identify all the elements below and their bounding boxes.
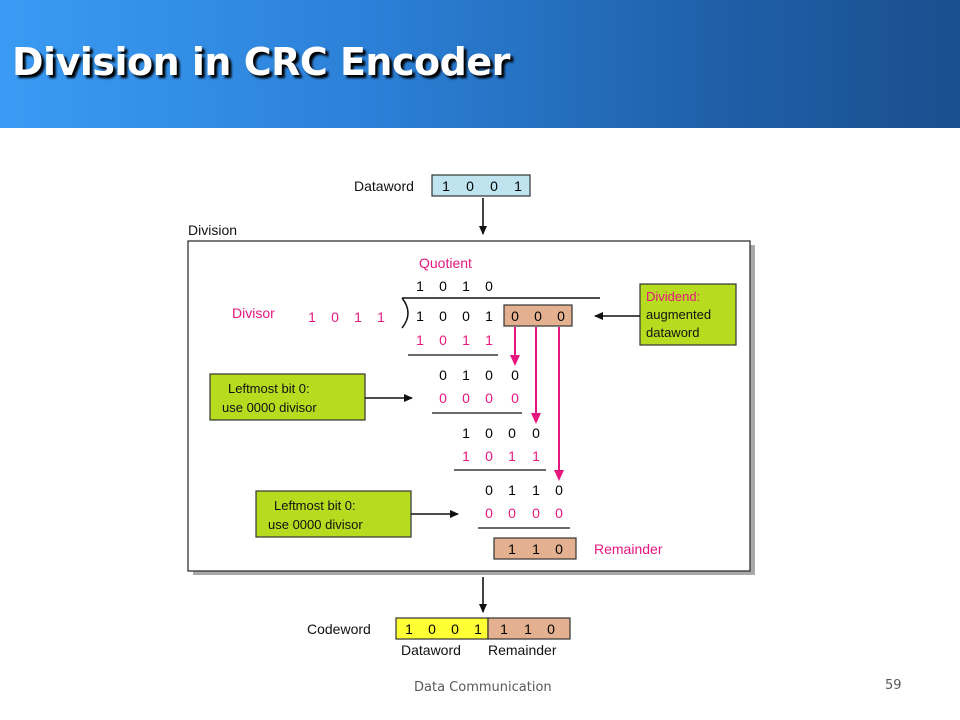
dividend-bit: 1: [485, 308, 493, 324]
division-label: Division: [188, 222, 237, 238]
quotient-bit: 1: [416, 278, 424, 294]
dataword-label: Dataword: [354, 178, 414, 194]
dividend-bit: 0: [462, 308, 470, 324]
step3-remainder-bit: 1: [532, 482, 540, 498]
leftmost-note-line: Leftmost bit 0:: [274, 498, 356, 513]
dataword-bit: 1: [514, 178, 522, 194]
remainder-bit: 1: [532, 541, 540, 557]
step2-subtrahend-bit: 0: [439, 390, 447, 406]
divisor-bit: 1: [308, 309, 316, 325]
step2-remainder-bit: 0: [532, 425, 540, 441]
augment-bit: 0: [511, 308, 519, 324]
slide-number: 59: [885, 678, 902, 693]
quotient-bit: 0: [485, 278, 493, 294]
leftmost-note-box: [209, 373, 366, 421]
leftmost-note-line: use 0000 divisor: [268, 517, 363, 532]
dividend-note-line: dataword: [646, 325, 699, 340]
step1-remainder-bit: 0: [439, 367, 447, 383]
footer-text: Data Communication: [414, 680, 552, 695]
dividend-note-line: Dividend:: [646, 289, 700, 304]
quotient-bit: 1: [462, 278, 470, 294]
step2-remainder-bit: 0: [485, 425, 493, 441]
dividend-note-box: [639, 283, 737, 346]
step1-remainder-bit: 0: [485, 367, 493, 383]
crc-division-figure: Dataword 1 0 0 1 Division Quotient 1 0 1…: [170, 168, 760, 660]
step4-subtrahend-bit: 0: [532, 505, 540, 521]
step4-subtrahend-bit: 0: [508, 505, 516, 521]
step4-subtrahend-bit: 0: [555, 505, 563, 521]
remainder-label: Remainder: [594, 541, 663, 557]
codeword-data-bit: 0: [428, 621, 436, 637]
step3-remainder-bit: 0: [555, 482, 563, 498]
codeword-remainder-caption: Remainder: [488, 642, 557, 658]
divisor-label: Divisor: [232, 305, 275, 321]
remainder-bit: 1: [508, 541, 516, 557]
step2-subtrahend-bit: 0: [485, 390, 493, 406]
step1-remainder-bit: 0: [511, 367, 519, 383]
dividend-note-line: augmented: [646, 307, 711, 322]
dataword-bit: 0: [466, 178, 474, 194]
division-bracket: [401, 297, 409, 329]
step1-remainder-bit: 1: [462, 367, 470, 383]
step1-subtrahend-bit: 1: [416, 332, 424, 348]
step3-remainder-bit: 1: [508, 482, 516, 498]
crc-division-diagram: Dataword 1 0 0 1 Division Quotient 1 0 1…: [187, 174, 755, 658]
step3-remainder-bit: 0: [485, 482, 493, 498]
dataword-bit: 1: [442, 178, 450, 194]
codeword-data-bit: 1: [405, 621, 413, 637]
remainder-bit: 0: [555, 541, 563, 557]
leftmost-note-line: Leftmost bit 0:: [228, 381, 310, 396]
codeword-remainder-bit: 1: [500, 621, 508, 637]
dividend-bit: 0: [439, 308, 447, 324]
remainder-box: [493, 537, 577, 560]
step4-subtrahend-bit: 0: [485, 505, 493, 521]
codeword-label: Codeword: [307, 621, 371, 637]
leftmost-note-line: use 0000 divisor: [222, 400, 317, 415]
step3-subtrahend-bit: 1: [508, 448, 516, 464]
step2-remainder-bit: 0: [508, 425, 516, 441]
divisor-bit: 1: [354, 309, 362, 325]
codeword-data-caption: Dataword: [401, 642, 461, 658]
step3-subtrahend-bit: 1: [462, 448, 470, 464]
codeword-data-bit: 0: [451, 621, 459, 637]
quotient-bit: 0: [439, 278, 447, 294]
augment-bit: 0: [534, 308, 542, 324]
dividend-bit: 1: [416, 308, 424, 324]
codeword-data-bit: 1: [474, 621, 482, 637]
slide-title: Division in CRC Encoder: [12, 40, 510, 84]
augment-box: [503, 304, 573, 327]
step3-subtrahend-bit: 1: [532, 448, 540, 464]
divisor-bit: 1: [377, 309, 385, 325]
step2-subtrahend-bit: 0: [462, 390, 470, 406]
step1-subtrahend-bit: 1: [462, 332, 470, 348]
step1-subtrahend-bit: 0: [439, 332, 447, 348]
title-bar: Division in CRC Encoder: [0, 0, 960, 128]
quotient-label: Quotient: [419, 255, 472, 271]
step3-subtrahend-bit: 0: [485, 448, 493, 464]
step2-remainder-bit: 1: [462, 425, 470, 441]
codeword-remainder-box: [487, 617, 571, 640]
augment-bit: 0: [557, 308, 565, 324]
step1-subtrahend-bit: 1: [485, 332, 493, 348]
dataword-bit: 0: [490, 178, 498, 194]
dataword-box: 1 0 0 1: [431, 174, 531, 197]
divisor-bit: 0: [331, 309, 339, 325]
codeword-remainder-bit: 1: [524, 621, 532, 637]
codeword-remainder-bit: 0: [547, 621, 555, 637]
step2-subtrahend-bit: 0: [511, 390, 519, 406]
